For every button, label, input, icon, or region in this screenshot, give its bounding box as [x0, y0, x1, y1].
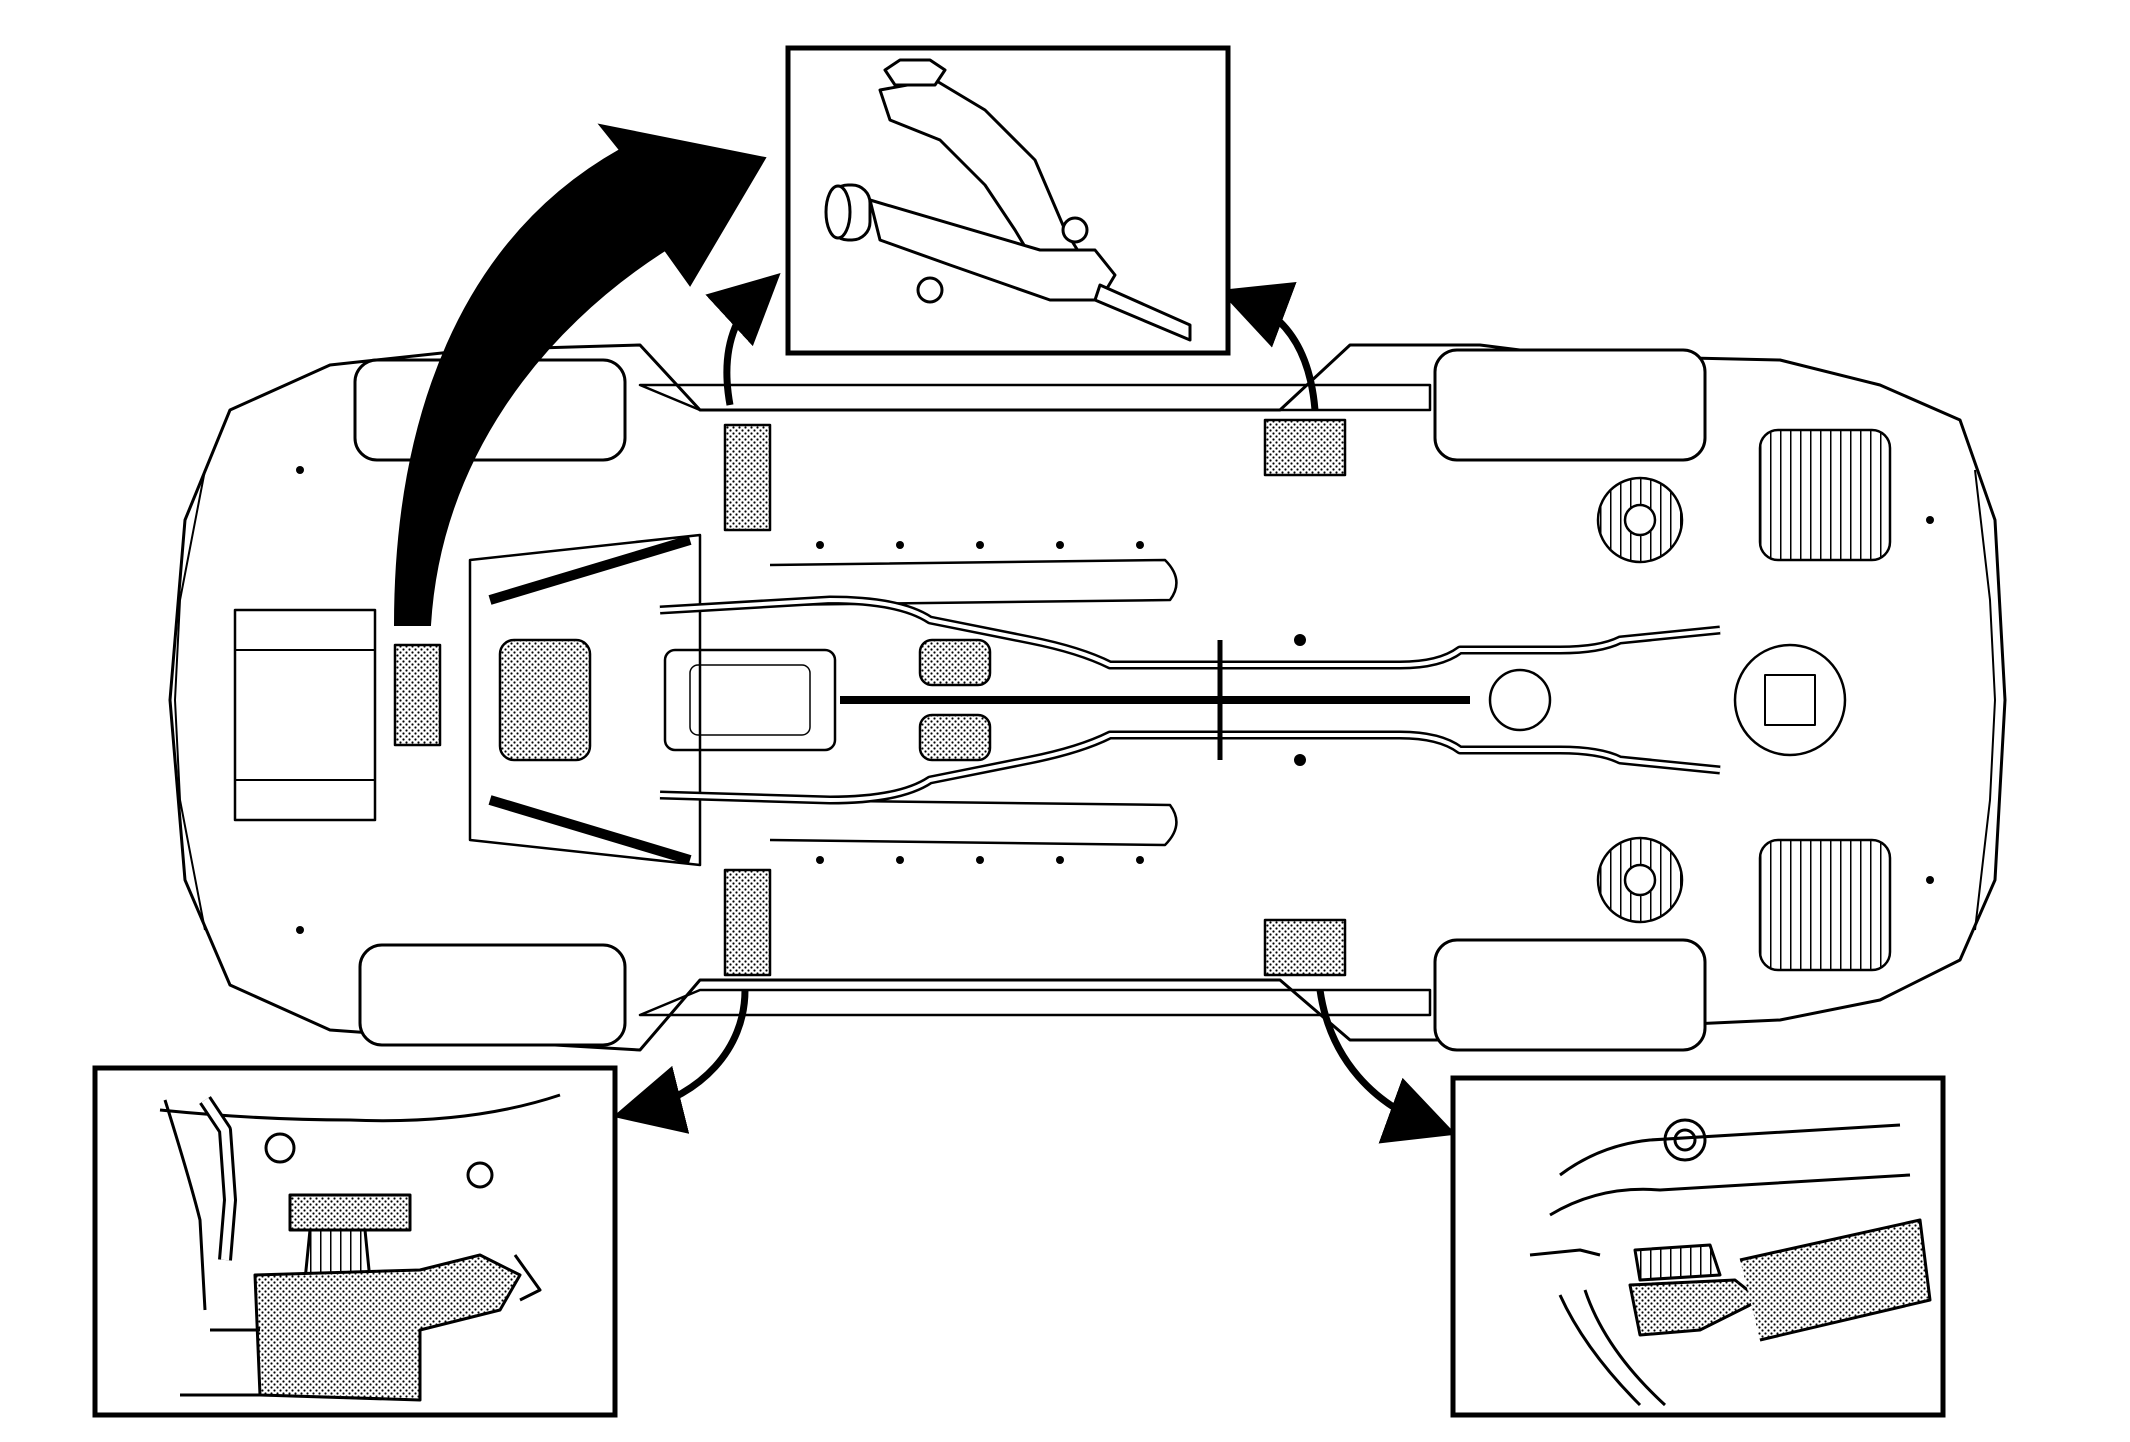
body-bolt — [264, 1132, 296, 1164]
left-rocker-panel — [638, 383, 1432, 412]
floor-jack-inset — [785, 45, 1231, 356]
large-callout-arrow — [393, 123, 767, 626]
engine-cradle — [468, 533, 702, 867]
right-frame-rail — [769, 798, 1178, 847]
lift-pad-rear-left — [1263, 418, 1347, 477]
rear-right-wheel — [1433, 938, 1707, 1052]
exhaust-left-inner — [659, 598, 1721, 667]
floor-fasteners — [296, 466, 1934, 934]
rear-lift-point-inset — [1450, 1075, 1946, 1418]
jack-handle — [1093, 283, 1192, 342]
rear-lift-arm-pad — [1628, 1278, 1762, 1337]
lift-pad-rear-right — [1263, 918, 1347, 977]
rear-bumper-line — [1974, 469, 1996, 931]
front-lift-point-inset — [92, 1065, 618, 1418]
jack-saddle — [883, 58, 947, 87]
underbody-plan-view — [168, 343, 2007, 1052]
catalytic-converter-left — [918, 638, 992, 687]
arrow-rear-left-to-top-inset — [1218, 282, 1319, 411]
jack-wheel-rear — [1061, 216, 1089, 244]
front-right-wheel — [358, 943, 627, 1047]
arrow-front-right-to-left-inset — [612, 989, 749, 1134]
rear-left-wheel — [1433, 348, 1707, 462]
exhaust-right-inner — [659, 733, 1721, 802]
jack-wheel-front — [916, 276, 944, 304]
lift-pad-front-right — [723, 868, 772, 977]
rear-differential — [1488, 668, 1552, 732]
rear-pinch-weld-pad — [1633, 1243, 1722, 1282]
exhaust-left — [659, 595, 1721, 670]
drain-plug — [1663, 1118, 1707, 1162]
arrow-front-left-to-top-inset — [705, 273, 781, 406]
right-rocker-panel — [638, 988, 1432, 1017]
pinch-weld-pad — [288, 1193, 412, 1232]
lift-pad-front-left — [723, 423, 772, 532]
tire-sidewall — [1558, 1294, 1642, 1407]
arrow-rear-right-to-right-inset — [1316, 989, 1457, 1144]
transmission-pan — [663, 648, 837, 752]
front-crossmember-pad — [393, 643, 442, 747]
left-frame-rail — [769, 558, 1178, 607]
lift-arm-pad — [253, 1253, 522, 1402]
underbody-panel — [1559, 1123, 1901, 1177]
catalytic-converter-right — [918, 713, 992, 762]
front-bumper-line — [174, 469, 206, 931]
rear-left-muffler — [1758, 428, 1892, 562]
exhaust-right — [659, 730, 1721, 805]
spare-tire-well — [1733, 643, 1847, 757]
rear-right-muffler — [1758, 838, 1892, 972]
engine-oil-pan — [498, 638, 592, 762]
radiator-support — [233, 608, 377, 822]
